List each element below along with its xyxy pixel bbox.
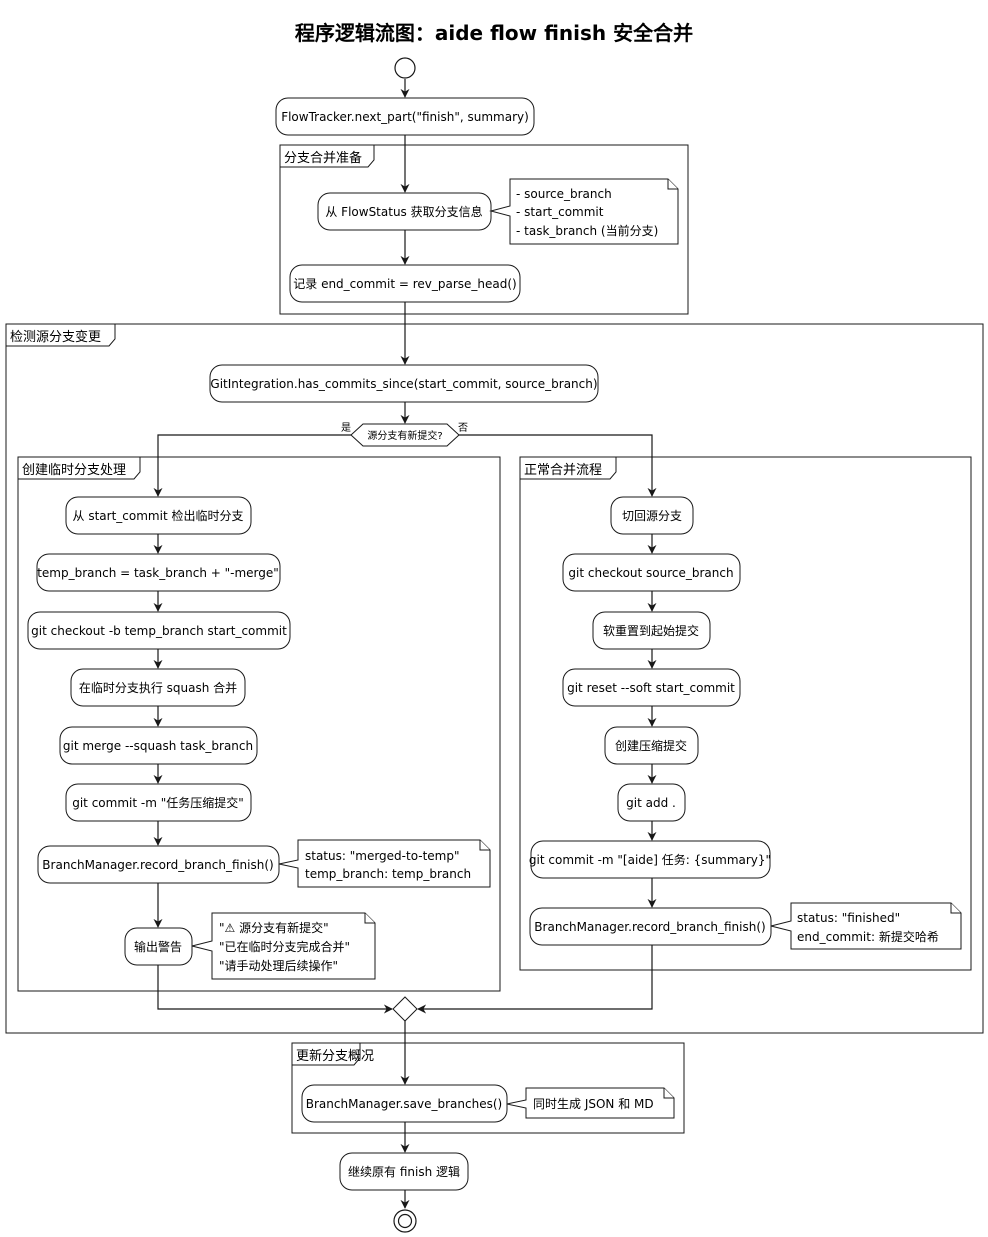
- node-normal-6: git add .: [617, 783, 686, 822]
- svg-text:git reset --soft start_commit: git reset --soft start_commit: [567, 681, 735, 695]
- svg-text:temp_branch: temp_branch: temp_branch: temp_branch: [305, 867, 471, 881]
- svg-text:"已在临时分支完成合并": "已在临时分支完成合并": [219, 939, 350, 954]
- note-finished-status: status: "finished" end_commit: 新提交哈希: [770, 902, 962, 950]
- note-warning: "⚠ 源分支有新提交" "已在临时分支完成合并" "请手动处理后续操作": [191, 912, 376, 980]
- svg-text:"⚠ 源分支有新提交": "⚠ 源分支有新提交": [219, 920, 329, 935]
- node-normal-4: git reset --soft start_commit: [562, 668, 741, 707]
- svg-text:temp_branch = task_branch + "-: temp_branch = task_branch + "-merge": [37, 566, 279, 580]
- node-save-branches: BranchManager.save_branches(): [301, 1084, 508, 1123]
- note-temp-status: status: "merged-to-temp" temp_branch: te…: [278, 839, 491, 888]
- node-normal-8: BranchManager.record_branch_finish(): [529, 907, 772, 946]
- partition-prep-title: 分支合并准备: [284, 150, 362, 166]
- svg-text:git add .: git add .: [626, 796, 676, 810]
- partition-normal-title: 正常合并流程: [524, 463, 602, 478]
- svg-text:源分支有新提交?: 源分支有新提交?: [367, 429, 442, 442]
- partition-temp: 创建临时分支处理: [17, 456, 501, 992]
- node-temp-3: git checkout -b temp_branch start_commit: [27, 611, 291, 650]
- decision-yes-label: 是: [341, 422, 351, 434]
- node-has-commits: GitIntegration.has_commits_since(start_c…: [209, 364, 599, 403]
- node-normal-5: 创建压缩提交: [604, 726, 699, 765]
- partition-prep: 分支合并准备: [279, 144, 689, 315]
- svg-text:BranchManager.record_branch_fi: BranchManager.record_branch_finish(): [534, 920, 765, 934]
- partition-update: 更新分支概况: [291, 1042, 685, 1134]
- partition-detect: 检测源分支变更: [5, 323, 984, 1034]
- svg-text:git commit -m "[aide] 任务: {sum: git commit -m "[aide] 任务: {summary}": [529, 852, 771, 867]
- merge-diamond: [392, 996, 418, 1022]
- svg-text:- task_branch (当前分支): - task_branch (当前分支): [516, 223, 658, 238]
- svg-text:创建压缩提交: 创建压缩提交: [615, 738, 687, 753]
- svg-text:end_commit: 新提交哈希: end_commit: 新提交哈希: [797, 929, 939, 944]
- decision-new-commits: 源分支有新提交? 是 否: [341, 422, 468, 447]
- svg-text:FlowTracker.next_part("finish": FlowTracker.next_part("finish", summary): [281, 110, 529, 124]
- end-node: [393, 1209, 417, 1233]
- svg-text:status: "merged-to-temp": status: "merged-to-temp": [305, 849, 460, 863]
- node-temp-1: 从 start_commit 检出临时分支: [65, 496, 252, 535]
- svg-text:status: "finished": status: "finished": [797, 911, 900, 925]
- start-node: [394, 57, 416, 79]
- partition-normal: 正常合并流程: [519, 456, 972, 971]
- svg-text:- start_commit: - start_commit: [516, 205, 604, 219]
- diagram-title: 程序逻辑流图：aide flow finish 安全合并: [295, 21, 693, 45]
- partition-update-title: 更新分支概况: [296, 1048, 374, 1064]
- svg-text:git merge --squash task_branch: git merge --squash task_branch: [63, 739, 253, 753]
- svg-text:软重置到起始提交: 软重置到起始提交: [603, 623, 699, 638]
- svg-text:输出警告: 输出警告: [134, 939, 182, 954]
- svg-text:- source_branch: - source_branch: [516, 187, 612, 201]
- node-normal-1: 切回源分支: [610, 496, 694, 535]
- svg-text:切回源分支: 切回源分支: [622, 509, 682, 523]
- node-record-end: 记录 end_commit = rev_parse_head(): [289, 264, 521, 303]
- node-next-part: FlowTracker.next_part("finish", summary): [275, 97, 535, 136]
- decision-no-label: 否: [458, 422, 468, 434]
- svg-text:"请手动处理后续操作": "请手动处理后续操作": [219, 958, 338, 973]
- partition-temp-title: 创建临时分支处理: [22, 463, 126, 478]
- node-temp-8: 输出警告: [124, 927, 193, 966]
- svg-text:BranchManager.save_branches(): BranchManager.save_branches(): [306, 1097, 502, 1111]
- edges: [153, 79, 657, 1209]
- svg-text:GitIntegration.has_commits_sin: GitIntegration.has_commits_since(start_c…: [210, 377, 597, 391]
- svg-text:git checkout -b temp_branch st: git checkout -b temp_branch start_commit: [31, 624, 287, 638]
- node-temp-5: git merge --squash task_branch: [59, 726, 258, 765]
- node-normal-3: 软重置到起始提交: [592, 611, 711, 650]
- svg-text:从 FlowStatus 获取分支信息: 从 FlowStatus 获取分支信息: [325, 204, 482, 219]
- partition-detect-title: 检测源分支变更: [10, 329, 101, 345]
- note-branch-info: - source_branch - start_commit - task_br…: [489, 178, 679, 245]
- svg-text:BranchManager.record_branch_fi: BranchManager.record_branch_finish(): [42, 858, 273, 872]
- node-temp-2: temp_branch = task_branch + "-merge": [36, 553, 281, 592]
- node-get-info: 从 FlowStatus 获取分支信息: [317, 192, 492, 231]
- node-continue: 继续原有 finish 逻辑: [339, 1152, 469, 1191]
- node-temp-7: BranchManager.record_branch_finish(): [37, 845, 280, 884]
- svg-text:同时生成 JSON 和 MD: 同时生成 JSON 和 MD: [533, 1097, 654, 1111]
- svg-text:从 start_commit 检出临时分支: 从 start_commit 检出临时分支: [73, 508, 244, 523]
- node-temp-6: git commit -m "任务压缩提交": [65, 783, 252, 822]
- svg-text:在临时分支执行 squash 合并: 在临时分支执行 squash 合并: [79, 680, 237, 695]
- node-normal-2: git checkout source_branch: [562, 553, 741, 592]
- svg-text:git checkout source_branch: git checkout source_branch: [568, 566, 733, 580]
- svg-text:继续原有 finish 逻辑: 继续原有 finish 逻辑: [348, 1165, 460, 1179]
- node-temp-4: 在临时分支执行 squash 合并: [70, 668, 246, 707]
- svg-text:记录 end_commit = rev_parse_head: 记录 end_commit = rev_parse_head(): [293, 277, 516, 291]
- node-normal-7: git commit -m "[aide] 任务: {summary}": [529, 840, 771, 879]
- svg-text:git commit -m "任务压缩提交": git commit -m "任务压缩提交": [72, 795, 244, 810]
- note-save: 同时生成 JSON 和 MD: [506, 1087, 675, 1119]
